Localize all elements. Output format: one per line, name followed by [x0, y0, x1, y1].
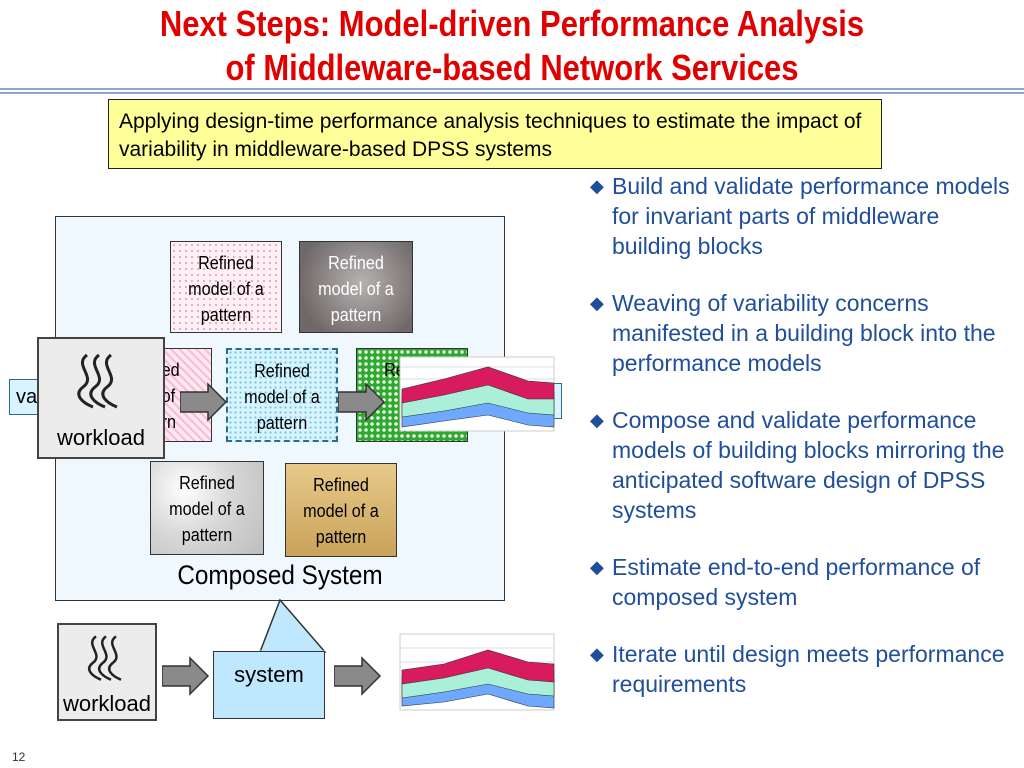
- diamond-bullet-icon: ◆: [590, 410, 604, 430]
- bullet-item: ◆Weaving of variability concerns manifes…: [590, 290, 996, 376]
- workload-label: workload: [62, 691, 152, 716]
- title-divider: [0, 88, 1024, 94]
- callout-pointer: [258, 598, 327, 654]
- diamond-bullet-icon: ◆: [590, 644, 604, 664]
- workload-wave-icon: [77, 353, 118, 409]
- diamond-bullet-icon: ◆: [590, 176, 604, 196]
- slide-title: Next Steps: Model-driven Performance Ana…: [72, 2, 953, 90]
- diamond-bullet-icon: ◆: [590, 293, 604, 313]
- diamond-bullet-icon: ◆: [590, 557, 604, 577]
- arrow-right-icon: [338, 382, 386, 422]
- pattern-box-granite-bottom: Refined model of a pattern: [150, 461, 264, 555]
- workload-label: workload: [56, 425, 146, 450]
- page-number: 12: [12, 750, 26, 764]
- workload-wave-icon: [88, 635, 122, 681]
- performance-chart-bottom: [399, 633, 555, 711]
- arrow-right-icon: [180, 382, 228, 422]
- pattern-box-gold-bottom: Refined model of a pattern: [285, 463, 397, 557]
- bullet-item: ◆Iterate until design meets performance …: [590, 641, 1005, 697]
- pattern-box-pink-top: Refined model of a pattern: [170, 241, 282, 333]
- callout-box: Applying design-time performance analysi…: [108, 99, 882, 169]
- arrow-right-icon: [162, 656, 210, 696]
- performance-chart-top: [399, 356, 555, 432]
- system-box: system: [213, 651, 325, 719]
- bullet-item: ◆Compose and validate performance models…: [590, 407, 1005, 523]
- composed-system-label: Composed System: [177, 560, 383, 590]
- pattern-box-dark-top: Refined model of a pattern: [299, 241, 413, 333]
- pattern-box-cyan-center: Refined model of a pattern: [226, 348, 338, 442]
- title-line-1: Next Steps: Model-driven Performance Ana…: [159, 3, 865, 44]
- title-line-2: of Middleware-based Network Services: [225, 47, 799, 88]
- arrow-right-icon: [334, 656, 382, 696]
- bullet-item: ◆Estimate end-to-end performance of comp…: [590, 554, 981, 610]
- workload-box-top: workload: [37, 337, 165, 459]
- bullet-list: ◆Build and validate performance models f…: [590, 171, 1015, 726]
- bullet-item: ◆Build and validate performance models f…: [590, 173, 1010, 259]
- workload-box-bottom: workload: [57, 623, 157, 721]
